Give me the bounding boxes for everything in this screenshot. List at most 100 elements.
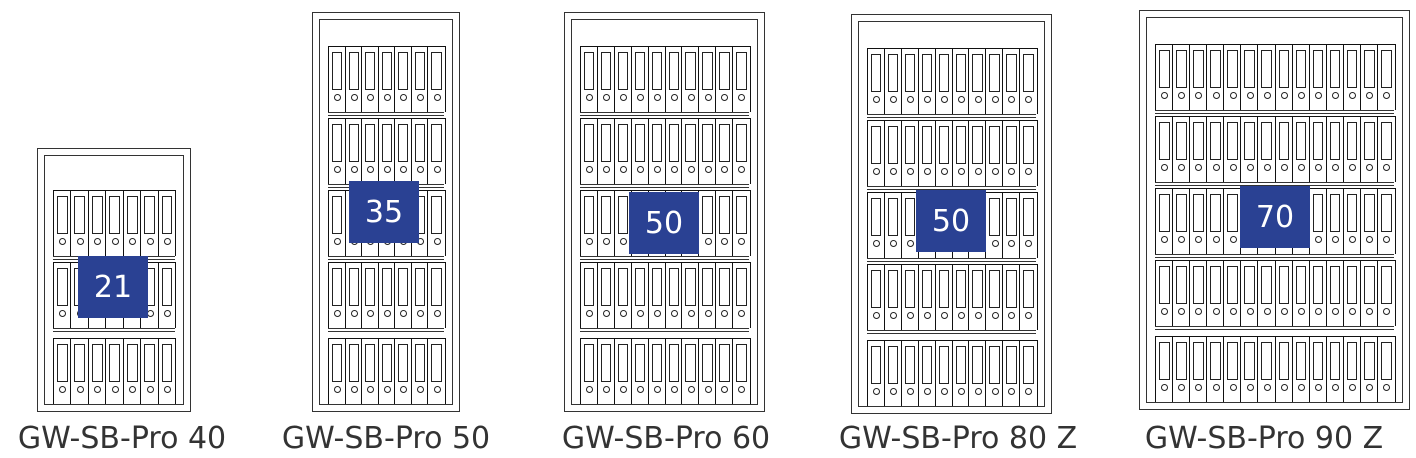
binder-icon [630, 262, 650, 328]
binder-label-slot [938, 270, 950, 308]
binder-ring-hole [1195, 164, 1203, 171]
safe-gw-sb-pro-80-z: 50 [851, 14, 1052, 414]
binder-icon [1155, 116, 1174, 182]
binder-label-slot [1363, 194, 1375, 232]
binder-label-slot [1261, 50, 1273, 88]
binder-ring-hole [1332, 308, 1340, 315]
binder-label-slot [702, 344, 713, 382]
binder-icon [328, 262, 347, 328]
binder-label-slot [736, 268, 747, 306]
binder-label-slot [381, 268, 392, 306]
binder-icon [698, 46, 717, 112]
binder-label-slot [1346, 342, 1358, 380]
binder-icon [87, 190, 107, 256]
binder-ring-hole [991, 168, 999, 175]
binder-label-slot [685, 124, 696, 162]
binder-icon [968, 264, 987, 330]
binder-icon [1342, 188, 1362, 254]
binder-icon [934, 120, 954, 186]
binder-label-slot [332, 124, 343, 162]
binder-icon [344, 46, 363, 112]
shelf [53, 332, 177, 404]
binder-ring-hole [603, 166, 611, 173]
binder-label-slot [1244, 342, 1255, 380]
binder-ring-hole [957, 312, 965, 319]
binder-ring-hole [1349, 236, 1357, 243]
binder-label-slot [398, 52, 409, 90]
binder-label-slot [651, 268, 663, 306]
capacity-badge: 70 [1240, 186, 1310, 248]
binder-label-slot [1295, 266, 1307, 304]
binder-label-slot [1227, 342, 1238, 380]
binder-ring-hole [974, 168, 982, 175]
binder-label-slot [685, 52, 696, 90]
binder-icon [715, 338, 734, 404]
binder-ring-hole [636, 310, 644, 317]
binder-icon [1257, 44, 1277, 110]
binder-label-slot [431, 196, 442, 234]
binder-ring-hole [383, 166, 391, 173]
binder-icon [985, 340, 1004, 406]
binder-label-slot [161, 344, 173, 382]
binder-label-slot [736, 344, 747, 382]
binder-ring-hole [907, 388, 915, 395]
binder-label-slot [871, 346, 882, 384]
binder-ring-hole [1314, 236, 1322, 243]
binder-ring-hole [400, 386, 408, 393]
binder-icon [596, 46, 616, 112]
binder-icon [1155, 336, 1174, 402]
binder-label-slot [1244, 266, 1255, 304]
binder-ring-hole [957, 168, 965, 175]
binder-icon [140, 190, 160, 256]
shelf [580, 260, 751, 332]
binder-icon [613, 46, 633, 112]
model-label: GW-SB-Pro 50 [281, 421, 491, 456]
binder-icon [361, 262, 380, 328]
binder-label-slot [600, 268, 612, 306]
binder-icon [394, 262, 413, 328]
binder-icon [1342, 336, 1362, 402]
binder-icon [1359, 260, 1379, 326]
binder-ring-hole [1008, 168, 1016, 175]
binder-label-slot [1006, 346, 1017, 384]
binder-label-slot [57, 268, 68, 306]
shelf [580, 44, 751, 116]
binder-icon [647, 46, 667, 112]
binder-ring-hole [1178, 92, 1186, 99]
binder-label-slot [1023, 346, 1034, 384]
capacity-badge: 50 [629, 192, 699, 254]
binder-label-slot [1363, 122, 1375, 160]
binder-ring-hole [1008, 388, 1016, 395]
binder-ring-hole [957, 96, 965, 103]
binder-ring-hole [1297, 384, 1305, 391]
binder-ring-hole [383, 386, 391, 393]
binder-icon [140, 338, 160, 404]
binder-label-slot [871, 198, 882, 236]
binder-ring-hole [907, 96, 915, 103]
binder-icon [613, 118, 633, 184]
binder-ring-hole [738, 238, 746, 245]
binder-icon [1342, 116, 1362, 182]
binder-ring-hole [704, 238, 712, 245]
binder-ring-hole [59, 310, 67, 317]
binder-label-slot [955, 126, 966, 164]
binder-ring-hole [603, 386, 611, 393]
binder-ring-hole [400, 94, 408, 101]
binder-ring-hole [890, 388, 898, 395]
binder-icon [361, 338, 380, 404]
binder-label-slot [921, 270, 933, 308]
binder-ring-hole [603, 238, 611, 245]
binder-icon [1342, 260, 1362, 326]
binder-ring-hole [890, 312, 898, 319]
binder-icon [715, 46, 734, 112]
shelf [1155, 42, 1396, 114]
binder-icon [664, 262, 683, 328]
binder-ring-hole [1366, 92, 1374, 99]
binder-label-slot [1023, 54, 1034, 92]
binder-ring-hole [1366, 384, 1374, 391]
binder-icon [394, 338, 413, 404]
binder-ring-hole [1383, 164, 1391, 171]
binder-label-slot [1006, 270, 1017, 308]
safe-interior [571, 19, 758, 405]
binder-ring-hole [1161, 308, 1169, 315]
